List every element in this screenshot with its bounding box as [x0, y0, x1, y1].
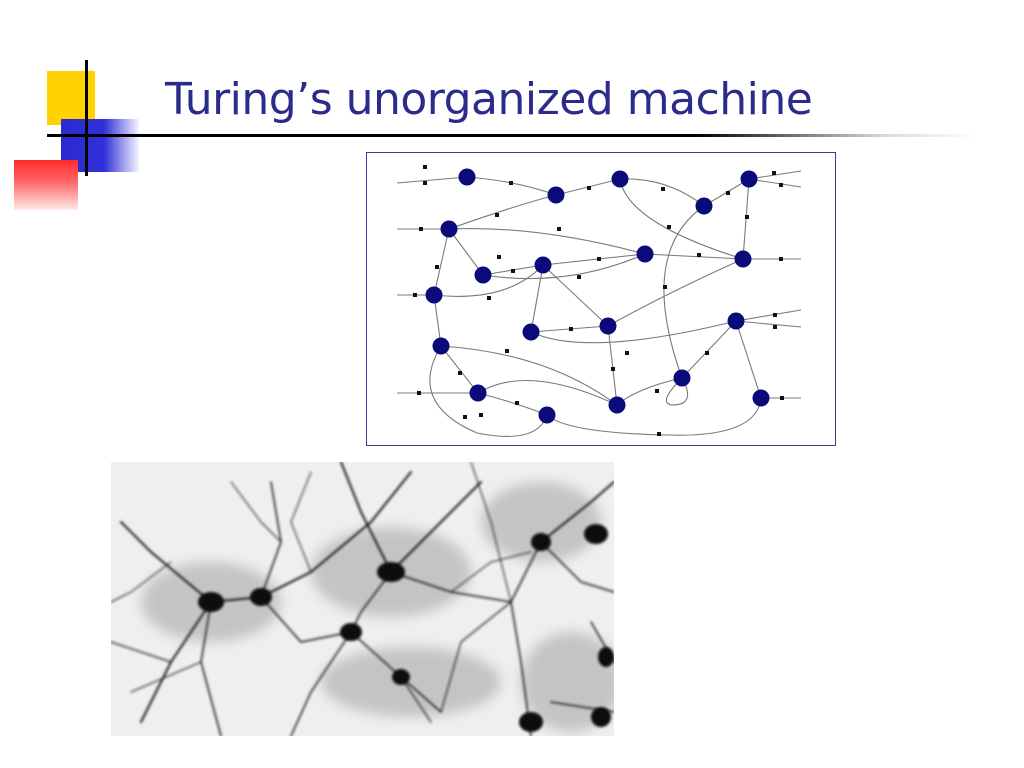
edge	[433, 228, 450, 296]
network-diagram	[366, 152, 836, 446]
decor-vertical-line	[85, 60, 88, 176]
edge	[735, 320, 762, 399]
node	[469, 384, 487, 402]
edge	[530, 320, 737, 344]
title-underline	[47, 134, 977, 137]
edge	[440, 345, 479, 394]
edge	[663, 205, 705, 379]
node	[727, 312, 745, 330]
edge	[546, 397, 762, 436]
node	[611, 170, 629, 188]
neurons-micrograph-svg	[111, 462, 614, 736]
edge	[619, 178, 705, 207]
edge-markers	[413, 165, 784, 436]
edge	[440, 345, 618, 406]
network-diagram-svg	[396, 165, 802, 437]
diagram-edges	[396, 170, 802, 437]
edge	[433, 294, 442, 347]
edge	[542, 264, 609, 327]
edge	[619, 178, 744, 260]
node	[440, 220, 458, 238]
decor-red-square	[14, 160, 78, 210]
edge	[530, 264, 544, 333]
node	[547, 186, 565, 204]
edge	[644, 253, 744, 260]
edge	[735, 320, 802, 328]
node	[534, 256, 552, 274]
edge	[448, 194, 557, 230]
edge	[448, 228, 484, 276]
node	[538, 406, 556, 424]
node	[695, 197, 713, 215]
node	[425, 286, 443, 304]
node	[734, 250, 752, 268]
edge	[735, 309, 802, 322]
slide-title: Turing’s unorganized machine	[165, 74, 813, 125]
node	[636, 245, 654, 263]
node	[599, 317, 617, 335]
edge	[466, 176, 557, 196]
node	[608, 396, 626, 414]
node	[474, 266, 492, 284]
edge	[681, 320, 737, 379]
edge	[477, 380, 618, 406]
edge	[665, 377, 689, 406]
edge	[448, 227, 646, 255]
node	[458, 168, 476, 186]
node	[752, 389, 770, 407]
edge	[607, 325, 618, 406]
edge	[542, 253, 646, 266]
edge	[748, 178, 802, 188]
edge	[616, 377, 683, 406]
edge	[607, 258, 744, 327]
diagram-nodes	[425, 168, 770, 424]
node	[673, 369, 691, 387]
edge	[477, 392, 548, 416]
neurons-micrograph-image	[111, 462, 614, 736]
node	[522, 323, 540, 341]
node	[740, 170, 758, 188]
edge	[433, 264, 544, 297]
edge	[396, 176, 468, 184]
edge	[429, 345, 548, 437]
node	[432, 337, 450, 355]
edge	[482, 253, 646, 280]
